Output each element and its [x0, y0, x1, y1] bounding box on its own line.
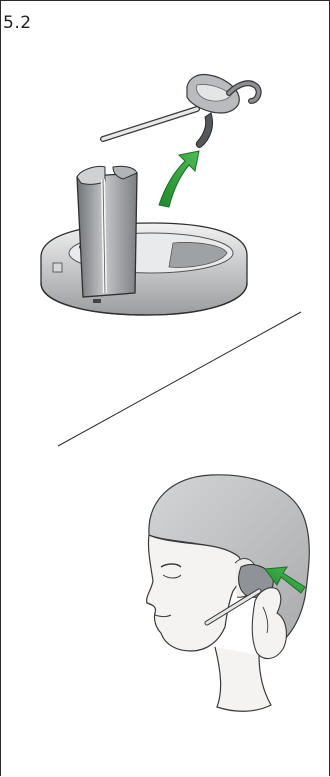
woman-wearing-headset-icon: [147, 475, 310, 711]
divider-line: [58, 312, 301, 446]
lift-arrow-icon: [159, 151, 199, 207]
charging-base-icon: [41, 166, 247, 315]
headset-icon: [103, 75, 259, 148]
